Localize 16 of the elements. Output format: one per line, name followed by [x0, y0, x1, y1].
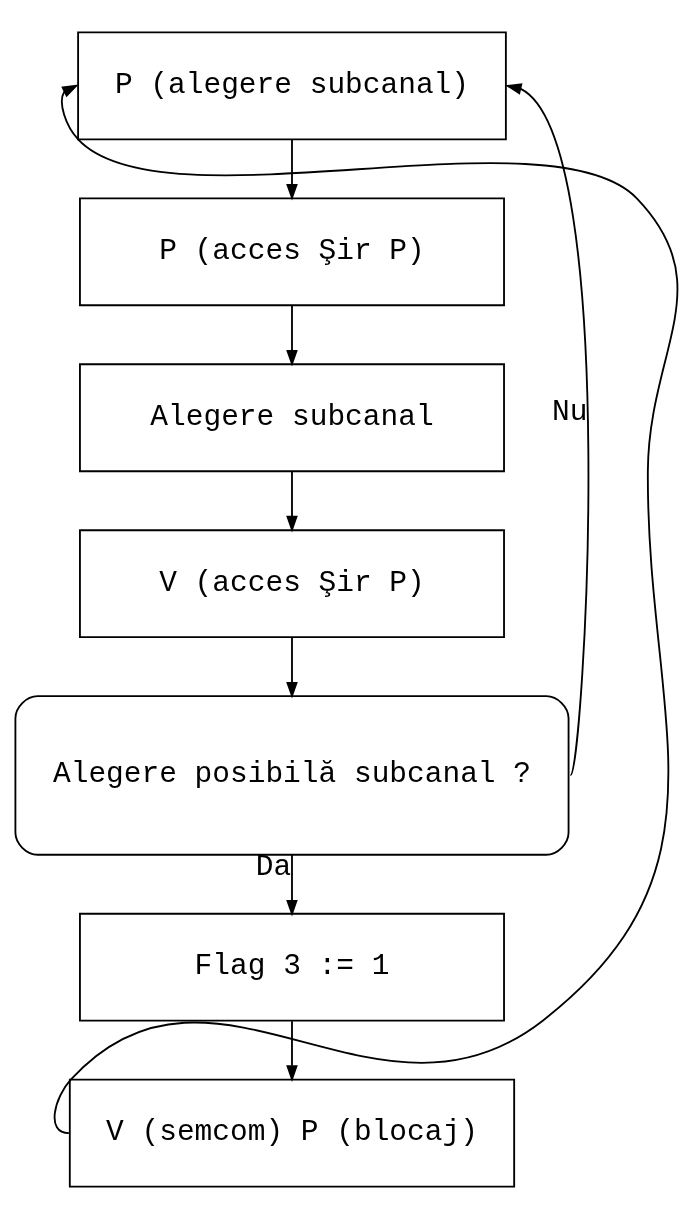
- arrow: [286, 853, 298, 916]
- node-box: P (acces Şir P): [79, 196, 505, 306]
- arrow: [286, 304, 298, 367]
- node-box: P (alegere subcanal): [77, 30, 507, 140]
- arrow: [505, 82, 590, 776]
- node-box: V (acces Şir P): [79, 528, 505, 638]
- arrow: [286, 138, 298, 201]
- node-box: Alegere subcanal: [79, 362, 505, 472]
- arrow: [286, 636, 298, 699]
- arrow: [53, 84, 679, 1134]
- node-box: Alegere posibilă subcanal ?: [14, 694, 570, 856]
- node-box: Flag 3 := 1: [79, 912, 505, 1022]
- arrow: [286, 1019, 298, 1082]
- arrow: [286, 470, 298, 532]
- node-box: V (semcom) P (blocaj): [68, 1078, 516, 1188]
- edge-label: Nu: [551, 394, 588, 429]
